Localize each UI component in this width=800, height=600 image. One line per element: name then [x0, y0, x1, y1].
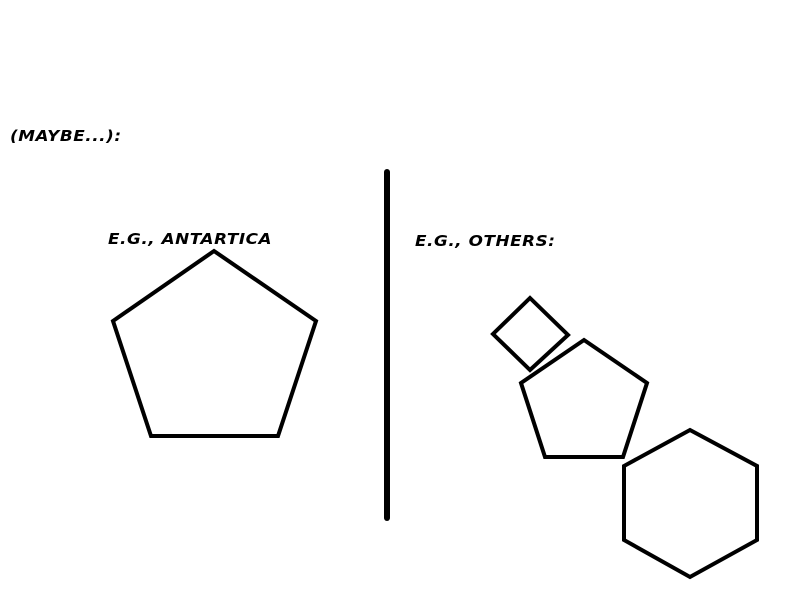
others-label: e.g., others:: [415, 232, 556, 250]
others-hexagon: [622, 427, 759, 580]
maybe-label: (maybe...):: [10, 127, 122, 145]
others-pentagon: [518, 337, 650, 459]
others-square: [490, 295, 571, 373]
antarctica-label: e.g., Antartica: [108, 230, 273, 248]
antarctica-pentagon: [110, 248, 319, 438]
